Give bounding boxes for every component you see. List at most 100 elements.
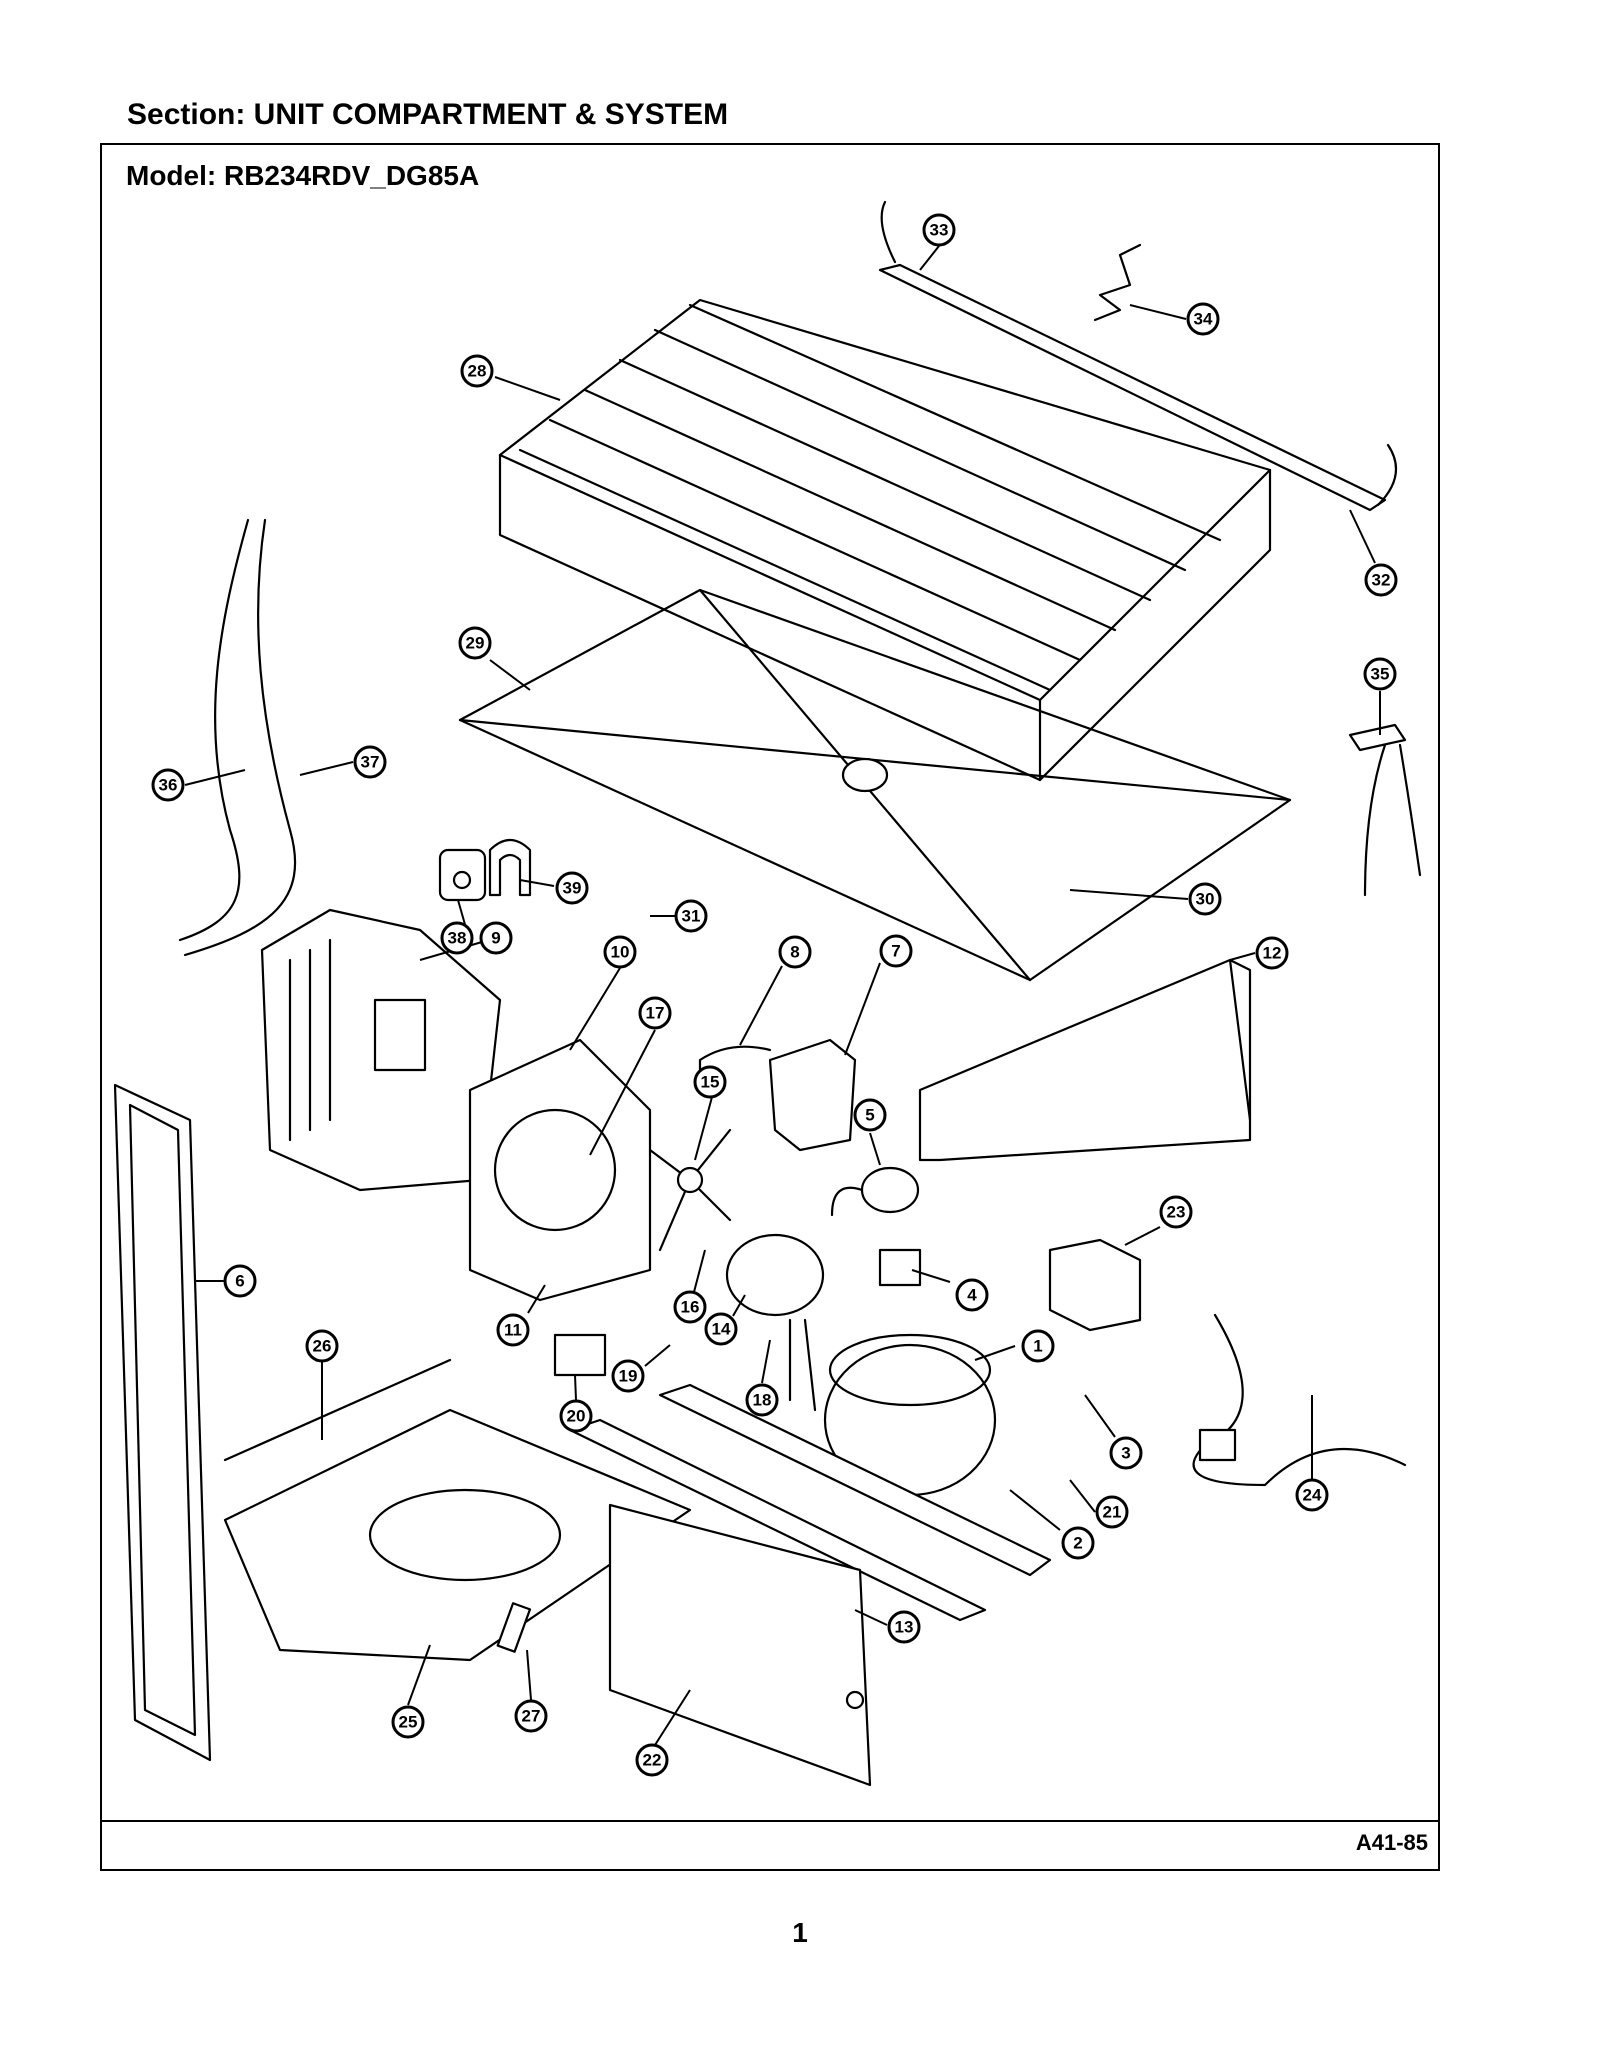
page-number: 1 (792, 1917, 808, 1948)
callout-12: 12 (1255, 936, 1289, 970)
svg-text:34: 34 (1194, 310, 1213, 329)
callout-36: 36 (151, 768, 185, 802)
callout-38: 38 (440, 921, 474, 955)
svg-text:6: 6 (235, 1272, 244, 1291)
clip-part-34 (1093, 243, 1142, 322)
condenser-brace-part (878, 200, 1398, 512)
relay-part-5 (830, 1166, 920, 1217)
callout-32: 32 (1364, 563, 1398, 597)
svg-text:24: 24 (1303, 1486, 1322, 1505)
footer-divider (100, 1820, 1440, 1822)
callout-15: 15 (693, 1065, 727, 1099)
callout-3: 3 (1109, 1436, 1143, 1470)
callout-2: 2 (1061, 1526, 1095, 1560)
callout-34: 34 (1186, 302, 1220, 336)
svg-text:37: 37 (361, 753, 380, 772)
callout-9: 9 (479, 921, 513, 955)
svg-text:29: 29 (466, 634, 485, 653)
svg-text:4: 4 (967, 1286, 977, 1305)
callout-39: 39 (555, 871, 589, 905)
svg-text:20: 20 (567, 1407, 586, 1426)
callout-4: 4 (955, 1278, 989, 1312)
grommet-part-38-39 (438, 838, 532, 902)
access-cover-part-22 (608, 1503, 872, 1787)
svg-text:14: 14 (712, 1320, 731, 1339)
callout-16: 16 (673, 1290, 707, 1324)
svg-text:38: 38 (448, 929, 467, 948)
model-title: Model: RB234RDV_DG85A (126, 160, 480, 191)
callout-27: 27 (514, 1699, 548, 1733)
callout-22: 22 (635, 1743, 669, 1777)
callout-28: 28 (460, 354, 494, 388)
diagram-code: A41-85 (1355, 1830, 1428, 1855)
svg-text:13: 13 (895, 1618, 914, 1637)
callout-29: 29 (458, 626, 492, 660)
svg-text:39: 39 (563, 879, 582, 898)
svg-text:32: 32 (1372, 571, 1391, 590)
tube-part-27 (496, 1602, 532, 1653)
callout-24: 24 (1295, 1478, 1329, 1512)
tubing-part-36-37 (178, 518, 297, 957)
svg-text:10: 10 (611, 943, 630, 962)
leader-lines (184, 245, 1381, 1746)
svg-text:12: 12 (1263, 944, 1282, 963)
callout-1: 1 (1021, 1329, 1055, 1363)
svg-text:1: 1 (1033, 1337, 1042, 1356)
svg-text:27: 27 (522, 1707, 541, 1726)
svg-text:18: 18 (753, 1391, 772, 1410)
callout-35: 35 (1363, 657, 1397, 691)
gasket-part-6 (113, 1083, 212, 1762)
svg-text:35: 35 (1371, 665, 1390, 684)
base-pan-part-25 (223, 1358, 692, 1662)
svg-text:25: 25 (399, 1713, 418, 1732)
power-cord-part-24 (1192, 1313, 1407, 1487)
svg-text:15: 15 (701, 1073, 720, 1092)
baffle-part-12 (918, 958, 1252, 1162)
svg-text:17: 17 (646, 1004, 665, 1023)
callout-5: 5 (853, 1098, 887, 1132)
condenser-coil-part (498, 298, 1272, 782)
svg-text:22: 22 (643, 1751, 662, 1770)
callout-13: 13 (887, 1610, 921, 1644)
callout-37: 37 (353, 745, 387, 779)
capacitor-part-20 (553, 1333, 607, 1377)
svg-text:36: 36 (159, 776, 178, 795)
callout-17: 17 (638, 996, 672, 1030)
callout-10: 10 (603, 935, 637, 969)
svg-text:5: 5 (865, 1106, 874, 1125)
svg-text:23: 23 (1167, 1203, 1186, 1222)
callout-14: 14 (704, 1312, 738, 1346)
fan-blade-part-15 (648, 1128, 732, 1252)
svg-text:31: 31 (682, 907, 701, 926)
callout-6: 6 (223, 1264, 257, 1298)
svg-text:30: 30 (1196, 890, 1215, 909)
svg-text:7: 7 (891, 942, 900, 961)
fan-bracket-part-10 (468, 1038, 652, 1302)
defrost-timer-part-7 (698, 1038, 857, 1152)
svg-text:19: 19 (619, 1367, 638, 1386)
diagram-frame (100, 143, 1440, 1871)
svg-text:21: 21 (1103, 1503, 1122, 1522)
callout-26: 26 (305, 1329, 339, 1363)
overload-part-4 (878, 1248, 922, 1287)
callout-19: 19 (611, 1359, 645, 1393)
callout-31: 31 (674, 899, 708, 933)
drain-pan-part (458, 588, 1292, 982)
section-title: Section: UNIT COMPARTMENT & SYSTEM (127, 98, 729, 131)
svg-text:3: 3 (1121, 1444, 1130, 1463)
callout-30: 30 (1188, 882, 1222, 916)
callout-21: 21 (1095, 1495, 1129, 1529)
svg-text:33: 33 (930, 221, 949, 240)
callout-11: 11 (496, 1313, 530, 1347)
svg-text:28: 28 (468, 362, 487, 381)
callout-20: 20 (559, 1399, 593, 1433)
svg-text:9: 9 (491, 929, 500, 948)
callout-8: 8 (778, 935, 812, 969)
callout-23: 23 (1159, 1195, 1193, 1229)
svg-text:8: 8 (790, 943, 799, 962)
control-box-part-23 (1048, 1238, 1142, 1332)
svg-text:16: 16 (681, 1298, 700, 1317)
svg-text:11: 11 (504, 1321, 522, 1340)
fan-motor-part-14 (725, 1233, 825, 1412)
